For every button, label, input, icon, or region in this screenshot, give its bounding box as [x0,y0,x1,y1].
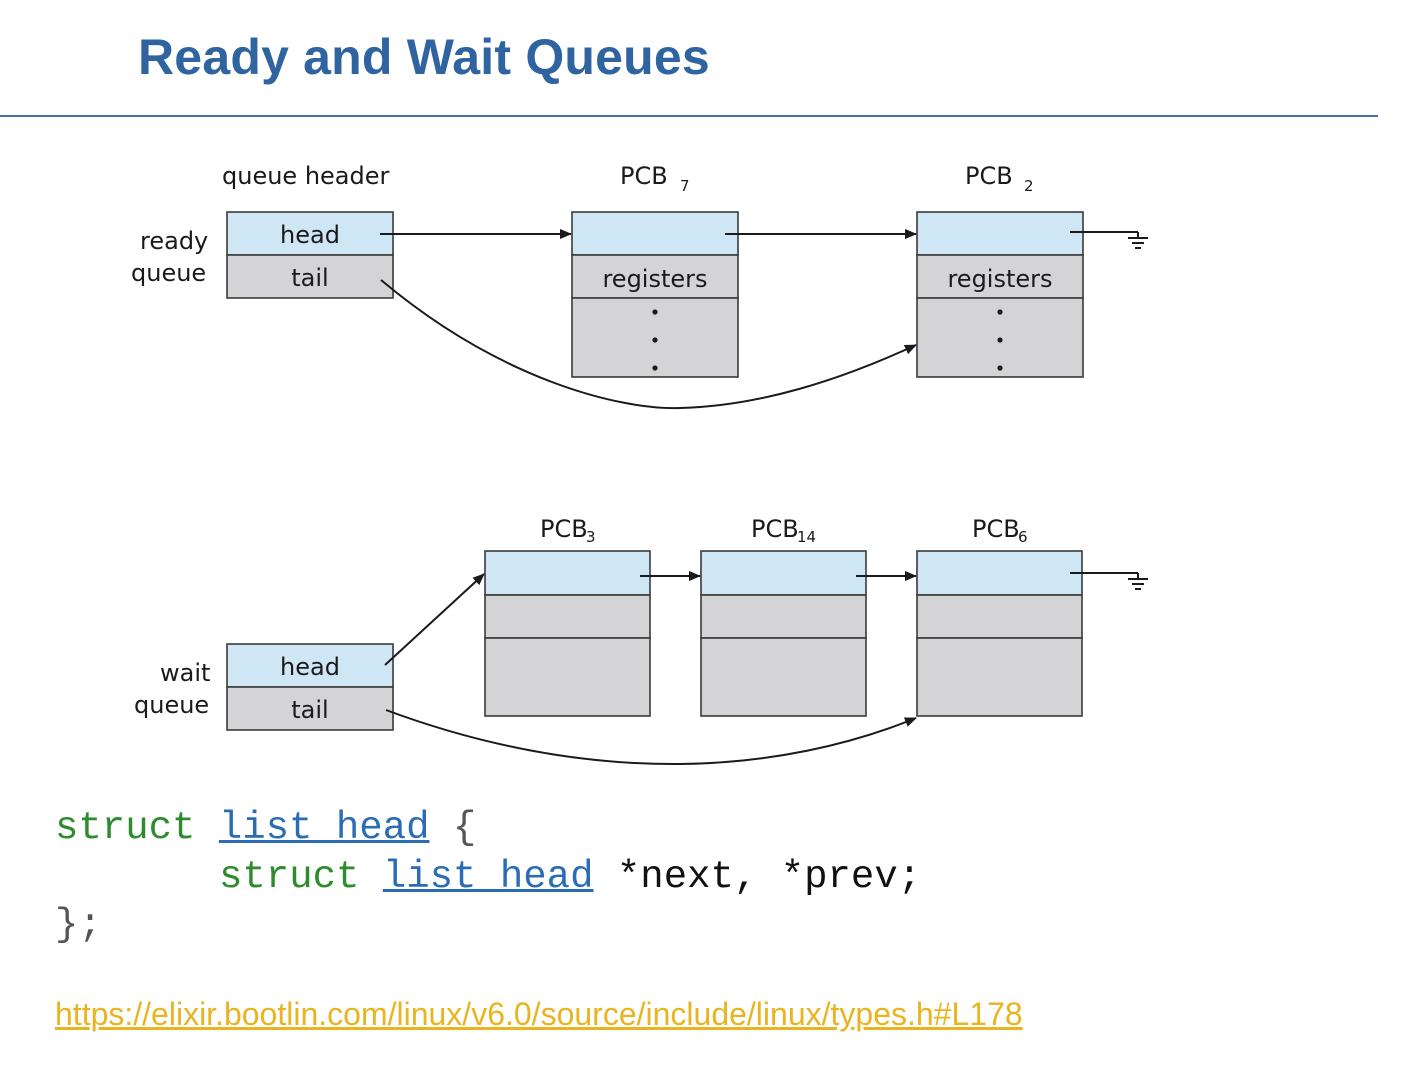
ready-queue-header: head tail [226,211,394,299]
wait-tail-arrow [385,709,917,766]
wait-queue-label-1: wait [160,659,210,687]
pcb3-title: PCB [540,515,588,543]
list-head-type-link[interactable]: list_head [382,855,594,899]
ready-head-label: head [280,221,340,249]
wait-queue-header: head tail [226,643,394,731]
pcb7-subscript: 7 [680,177,690,195]
pcb2-subscript: 2 [1024,177,1034,195]
pcb2-block: registers [916,211,1084,378]
pcb6-block [916,550,1083,717]
pcb2-registers: registers [947,265,1052,293]
pcb3-block [484,550,651,717]
queue-diagram: queue header ready queue head tail PCB 7… [131,162,1148,766]
code-line-2: struct list_head *next, *prev; [219,855,921,899]
pcb7-block: registers [571,211,739,378]
ready-tail-arrow [380,279,917,410]
wait-head-label: head [280,653,340,681]
wait-head-arrow [384,573,485,666]
wait-queue-label-2: queue [134,691,209,719]
slide-title: Ready and Wait Queues [138,29,710,85]
pcb2-title: PCB [965,162,1013,190]
code-fields: *next, *prev; [593,855,922,899]
code-line-3: }; [55,903,102,947]
pcb7-title: PCB [620,162,668,190]
pcb6-title: PCB [972,515,1020,543]
code-line-1: struct list_head { [55,806,476,850]
code-keyword: struct [55,806,196,850]
pcb14-title: PCB [751,515,799,543]
list-head-type-link[interactable]: list_head [218,806,430,850]
wait-null-ground-icon [1070,572,1148,590]
pcb3-subscript: 3 [586,528,596,546]
wait-tail-label: tail [291,696,328,724]
ready-tail-label: tail [291,264,328,292]
code-open-brace: { [429,806,477,850]
ready-queue-label-2: queue [131,259,206,287]
source-link[interactable]: https://elixir.bootlin.com/linux/v6.0/so… [55,996,1023,1032]
ready-queue-label-1: ready [140,227,208,255]
ready-null-ground-icon [1070,231,1148,249]
code-close-brace: }; [55,903,102,947]
code-keyword: struct [219,855,360,899]
title-divider [0,115,1378,117]
pcb14-subscript: 14 [797,528,816,546]
queue-header-label: queue header [222,162,390,190]
pcb14-block [700,550,867,717]
pcb7-registers: registers [602,265,707,293]
pcb6-subscript: 6 [1018,528,1028,546]
